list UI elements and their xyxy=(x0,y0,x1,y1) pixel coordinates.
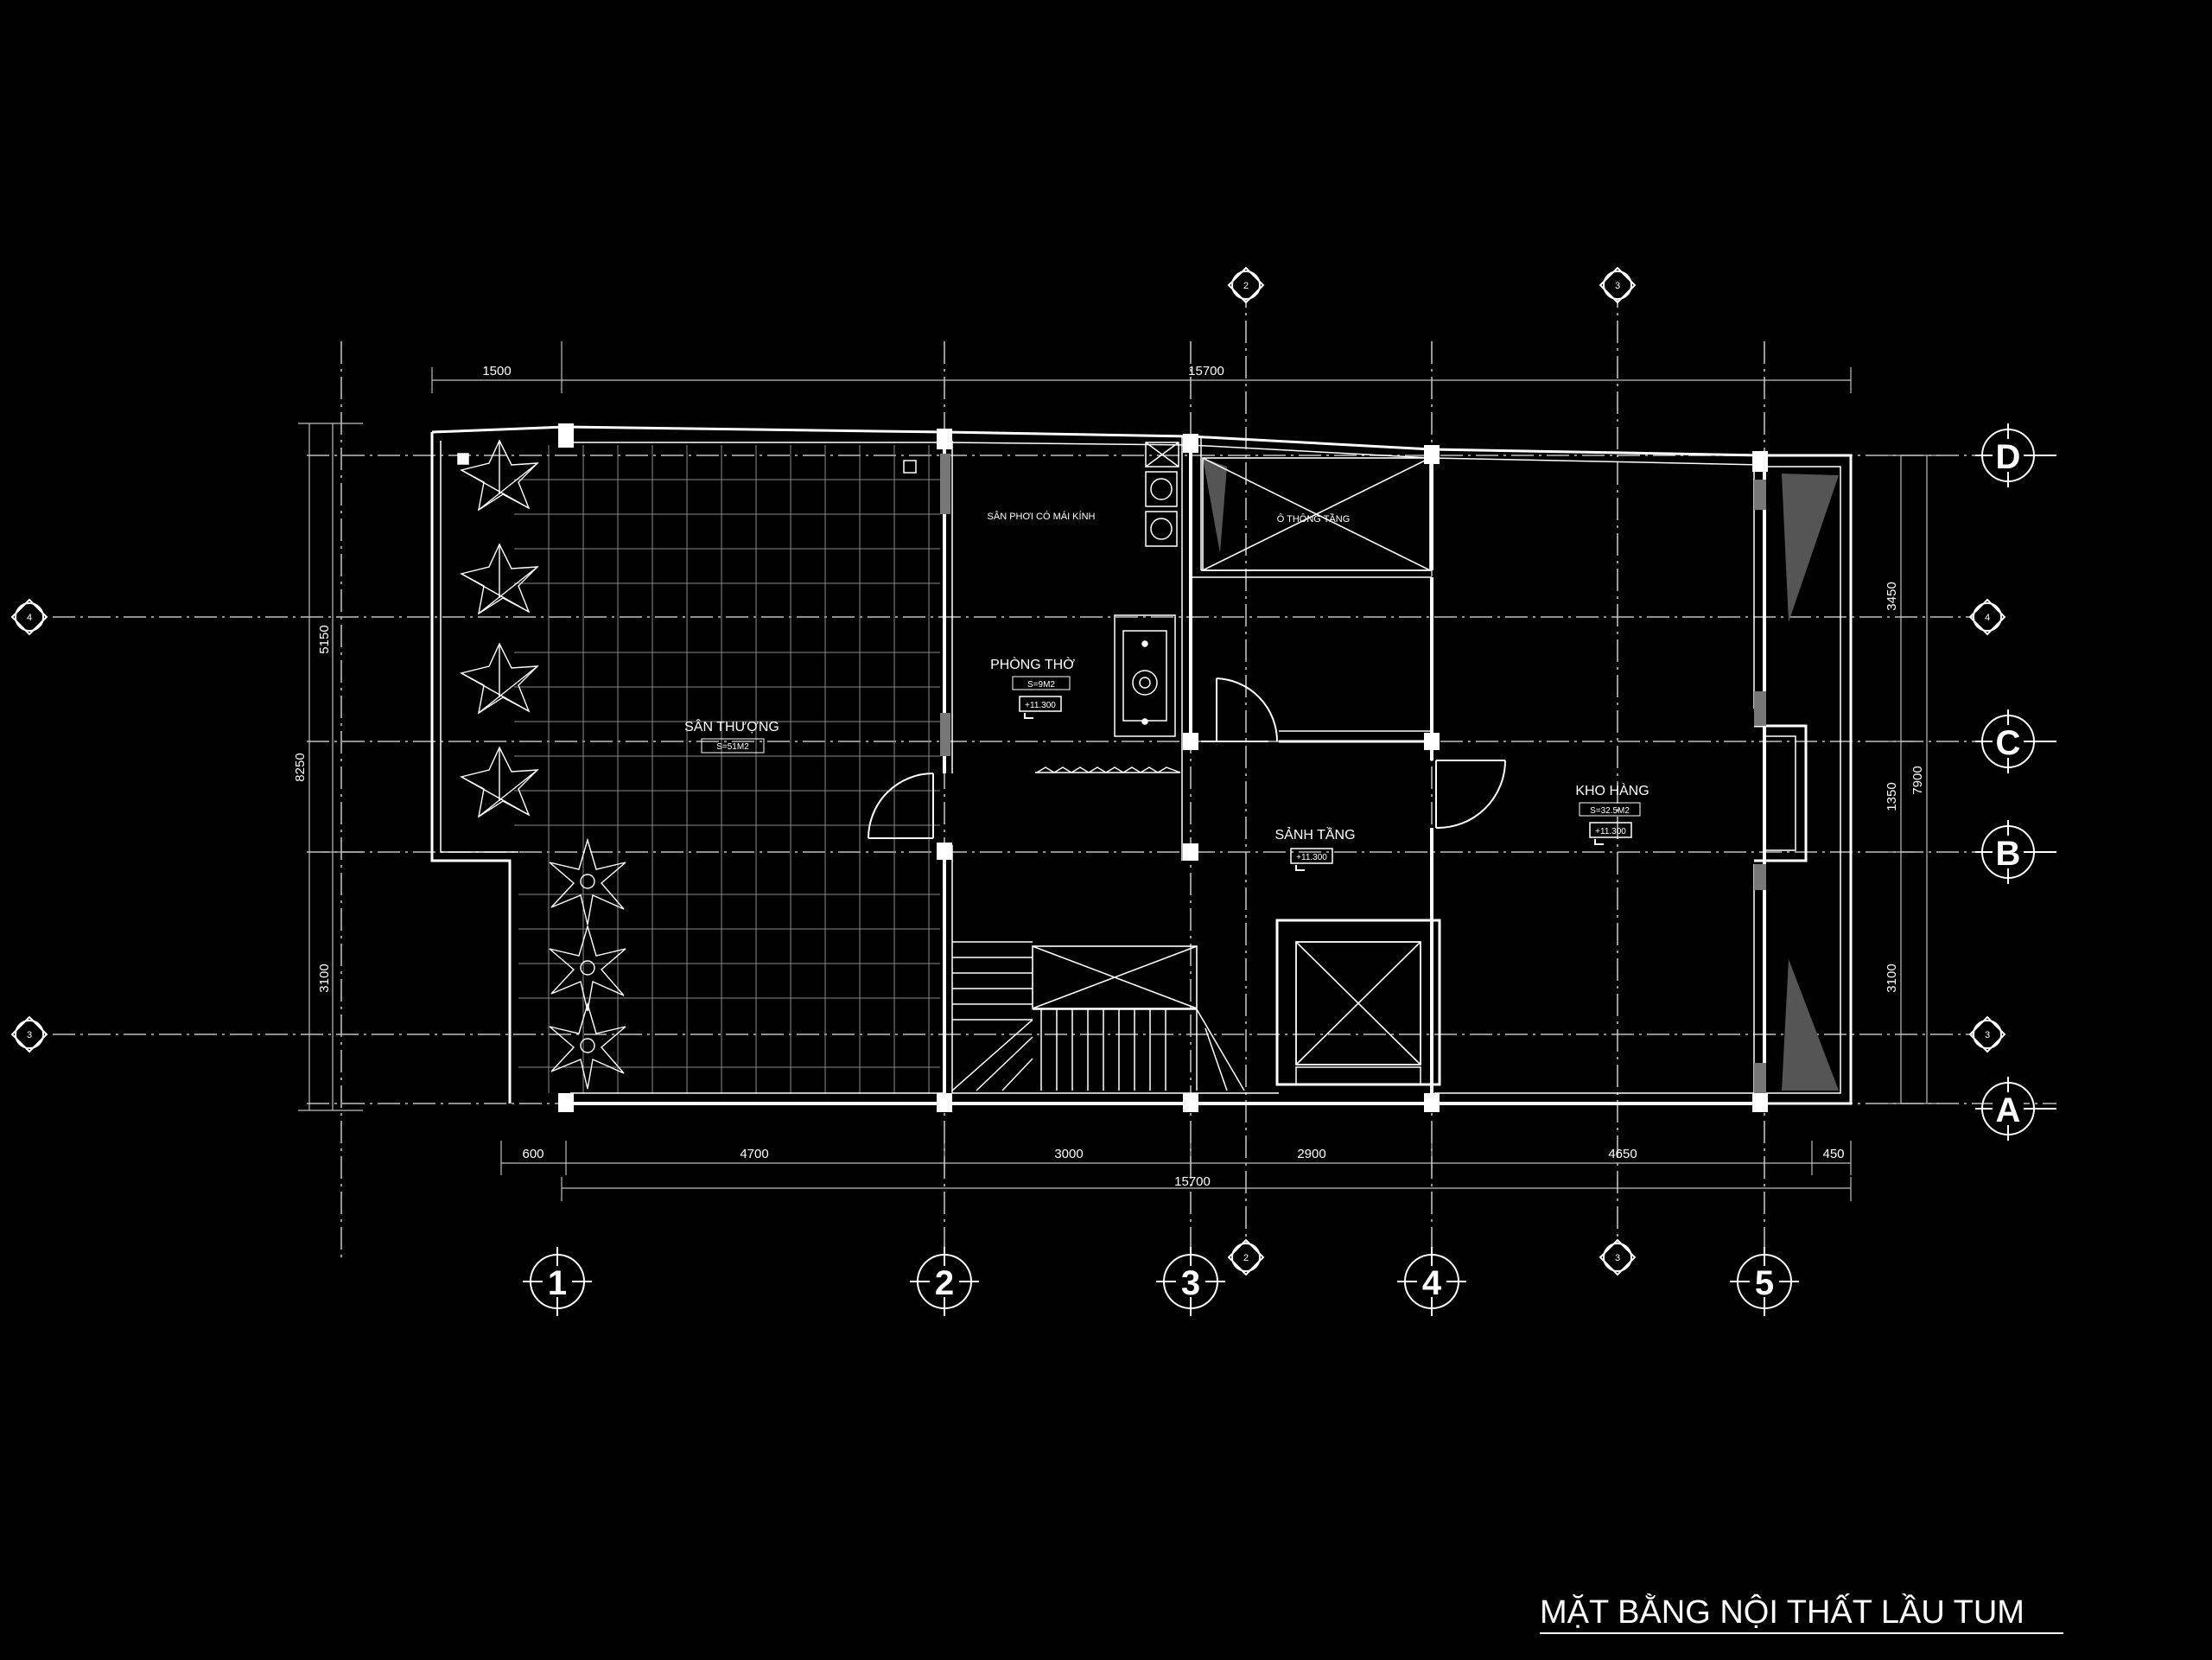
dim-left-8250: 8250 xyxy=(293,753,308,781)
walls xyxy=(430,425,1853,1105)
room-san-thuong-area: S=51M2 xyxy=(716,742,749,752)
dim-left-3100: 3100 xyxy=(317,964,332,992)
room-kho-hang-area-box xyxy=(1579,802,1641,817)
grid-label-2: 2 xyxy=(935,1264,954,1302)
col-label-bg-2 xyxy=(930,1266,959,1297)
sink-fixture xyxy=(1145,442,1179,467)
dim-bottom-4700: 4700 xyxy=(740,1147,768,1161)
dim-right-3450: 3450 xyxy=(1885,582,1899,610)
dim-bottom-600: 600 xyxy=(522,1147,543,1161)
dim-bottom-3000: 3000 xyxy=(1054,1147,1083,1161)
column-bubbles xyxy=(523,1247,1799,1316)
row-label-bg-C xyxy=(1993,725,2024,758)
grid-label-1: 1 xyxy=(548,1264,567,1302)
grid-label-3: 3 xyxy=(1181,1264,1200,1302)
room-sanh-tang-name: SẢNH TẦNG xyxy=(1274,826,1355,843)
grid-label-B: B xyxy=(1996,835,2021,873)
section-mark-label-h-right: 4 xyxy=(1985,613,1990,623)
dim-right-3100: 3100 xyxy=(1885,964,1899,992)
section-mark-label-h2-right: 3 xyxy=(1985,1030,1990,1040)
section-mark-label-v-top: 2 xyxy=(1243,281,1249,291)
room-san-thuong-name: SÂN THƯỢNG xyxy=(684,718,779,735)
plants xyxy=(460,439,626,1090)
col-label-bg-5 xyxy=(1750,1266,1779,1297)
room-san-phoi-name: SÂN PHƠI CÓ MÁI KÍNH xyxy=(988,511,1096,522)
door-kho-hang xyxy=(1435,760,1506,830)
dim-bottom-4650: 4650 xyxy=(1608,1147,1637,1161)
terrace-top-rail xyxy=(565,425,945,434)
room-sanh-tang-level: +11.300 xyxy=(1296,853,1327,862)
section-mark-label-v-bottom: 2 xyxy=(1243,1253,1249,1263)
glass-wall-shading xyxy=(1203,458,1839,1091)
room-kho-hang-area: S=32.5M2 xyxy=(1590,806,1630,816)
void-crosses xyxy=(1032,457,1431,1065)
dim-top-overall: 15700 xyxy=(1188,364,1224,378)
dim-left-5150: 5150 xyxy=(317,625,332,653)
room-san-thuong-area-box xyxy=(701,738,765,754)
row-label-bg-A xyxy=(1993,1092,2024,1125)
terrace-parapet-outer xyxy=(430,432,512,1103)
door-sanh xyxy=(1216,677,1279,742)
level-mark-phong-tho xyxy=(1024,713,1033,719)
door-terrace xyxy=(868,773,934,839)
room-phong-tho-area: S=9M2 xyxy=(1027,680,1055,690)
level-box-kho-hang xyxy=(1589,822,1632,838)
room-phong-tho-area-box xyxy=(1012,676,1071,690)
dim-bottom-2900: 2900 xyxy=(1297,1147,1325,1161)
level-mark-kho-hang xyxy=(1594,839,1604,845)
room-kho-hang-name: KHO HÀNG xyxy=(1575,782,1649,798)
columns xyxy=(558,423,1768,1112)
grid-label-4: 4 xyxy=(1422,1264,1442,1302)
room-o-thong-tang-name: Ô THÔNG TẦNG xyxy=(1277,513,1351,525)
row-label-bg-D xyxy=(1993,439,2024,472)
altar-table xyxy=(1114,614,1176,737)
grid-label-5: 5 xyxy=(1755,1264,1774,1302)
col-label-bg-1 xyxy=(543,1266,572,1297)
dim-bottom-overall: 15700 xyxy=(1174,1174,1211,1189)
washing-machine-1 xyxy=(1145,471,1178,507)
terrace-top-edge xyxy=(431,425,567,434)
room-kho-hang-level: +11.300 xyxy=(1595,827,1626,836)
terrace-parapet-inner xyxy=(440,441,518,853)
section-markers xyxy=(10,266,2006,1276)
dim-bottom-450: 450 xyxy=(1822,1147,1844,1161)
row-label-bg-B xyxy=(1993,836,2024,868)
section-mark-label-v2-top: 3 xyxy=(1615,281,1620,291)
grid-label-A: A xyxy=(1996,1091,2021,1129)
room-phong-tho-name: PHÒNG THỜ xyxy=(990,656,1075,672)
level-box-phong-tho xyxy=(1019,696,1062,712)
dim-top-left: 1500 xyxy=(482,364,511,378)
col-label-bg-3 xyxy=(1176,1266,1205,1297)
stairs xyxy=(951,941,1245,1091)
terrace-tiles xyxy=(514,445,940,1093)
section-mark-label-v2-bottom: 3 xyxy=(1615,1253,1620,1263)
section-mark-label-h2-left: 3 xyxy=(27,1030,32,1040)
dim-right-7900: 7900 xyxy=(1910,766,1925,794)
dimension-lines xyxy=(298,341,1940,1201)
washing-machine-2 xyxy=(1145,511,1178,547)
dim-right-1350: 1350 xyxy=(1885,782,1899,811)
doors xyxy=(868,677,1506,839)
level-mark-sanh-tang xyxy=(1295,865,1305,871)
drawing-title: MẶT BẰNG NỘI THẤT LẦU TUM xyxy=(1540,1593,2024,1631)
room-phong-tho-level: +11.300 xyxy=(1025,701,1056,710)
grid-label-D: D xyxy=(1996,438,2021,476)
col-label-bg-4 xyxy=(1417,1266,1446,1297)
grid-label-C: C xyxy=(1996,724,2021,762)
level-box-sanh-tang xyxy=(1290,848,1333,864)
fixtures xyxy=(457,442,1179,737)
section-mark-label-h-left: 4 xyxy=(27,613,32,623)
